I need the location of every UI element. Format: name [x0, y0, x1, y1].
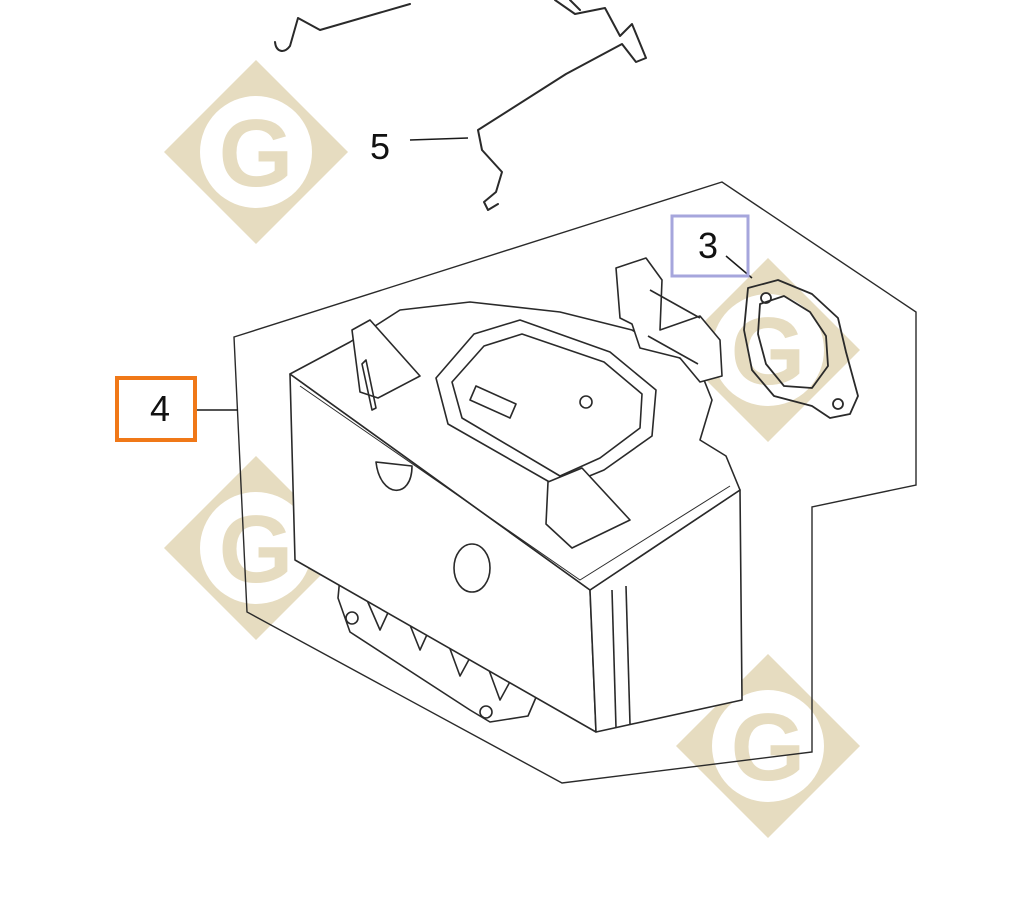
callout-3-label: 3 — [698, 225, 718, 266]
callout-5-label: 5 — [370, 126, 390, 167]
callout-4[interactable]: 4 — [115, 376, 197, 442]
callout-4-label: 4 — [150, 388, 170, 429]
callout-3-highlight-box — [670, 214, 750, 278]
gasket-part-3 — [743, 279, 859, 419]
callout-4-highlight-box — [115, 376, 197, 442]
assembly-outline — [233, 181, 917, 784]
callout-5: 5 — [370, 126, 390, 167]
wire-clip-part-5 — [274, 0, 647, 211]
air-filter-housing-part-4 — [289, 257, 743, 733]
leader-line-5 — [409, 137, 469, 141]
callout-3[interactable]: 3 — [670, 214, 750, 278]
watermark-logo-top-left — [164, 60, 348, 244]
